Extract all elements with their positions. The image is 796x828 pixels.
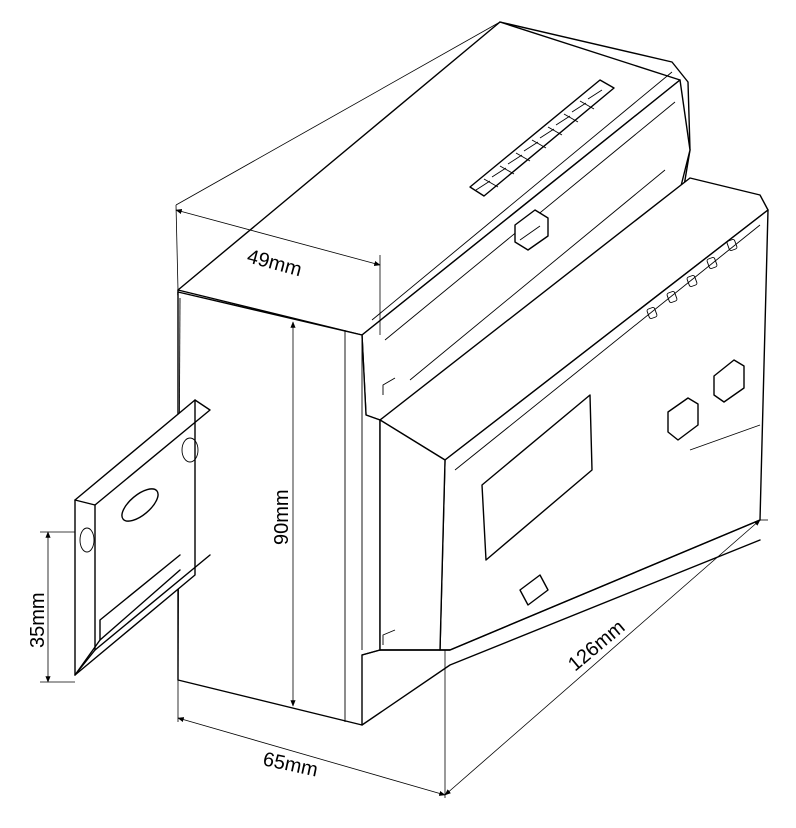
led-4 [706, 257, 718, 269]
led-3 [686, 275, 698, 287]
terminal-block-row [469, 79, 615, 197]
dim-label-rail-height: 35mm [27, 592, 49, 648]
rail-slot [121, 488, 159, 522]
din-rail [74, 399, 211, 676]
led-1 [646, 307, 658, 319]
dim-label-length: 126mm [564, 616, 629, 676]
button-right [713, 359, 745, 403]
button-left [667, 397, 699, 441]
top-latch [514, 209, 549, 251]
dim-label-height: 90mm [271, 489, 293, 545]
led-2 [666, 291, 678, 303]
dimension-lines [40, 21, 768, 798]
dim-label-side-width: 65mm [261, 748, 320, 781]
led-5 [726, 239, 738, 251]
